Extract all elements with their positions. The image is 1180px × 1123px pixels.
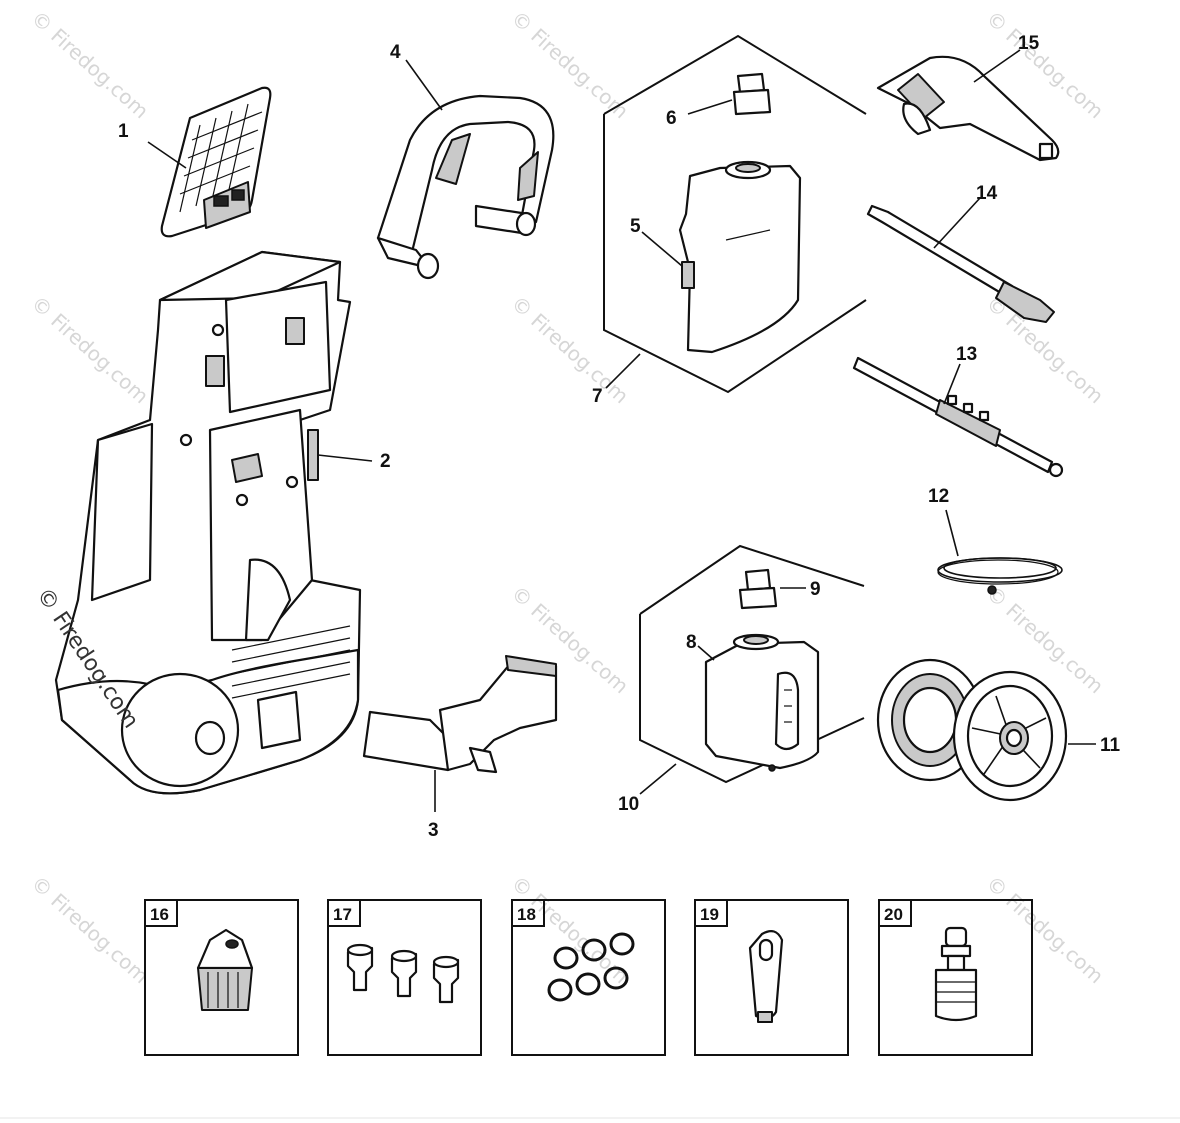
accessory-box-17: 17 <box>327 899 482 1056</box>
quick-connect-tips-icon <box>346 943 460 1004</box>
box-number: 19 <box>700 905 719 924</box>
accessory-box-19: 19 <box>694 899 849 1056</box>
part-14-wand: 14 <box>866 183 1055 323</box>
box-number: 17 <box>333 905 352 924</box>
watermark: © Firedog.com <box>982 871 1109 988</box>
callout-7: 7 <box>592 386 603 407</box>
callout-11: 11 <box>1100 735 1121 756</box>
part-15-trigger-gun: 15 <box>876 33 1060 162</box>
brush-nozzle-icon <box>196 928 254 1011</box>
callout-14: 14 <box>976 183 998 204</box>
callout-13: 13 <box>956 344 977 365</box>
watermark: © Firedog.com <box>507 871 634 988</box>
part-13-extension-wand: 13 <box>852 344 1064 478</box>
callout-5: 5 <box>630 216 641 237</box>
box-number: 18 <box>517 905 536 924</box>
part-11-wheels: 11 <box>876 658 1121 802</box>
accessory-box-18: 18 <box>511 899 666 1056</box>
accessory-box-20: 20 <box>878 899 1033 1056</box>
part-12-hose: 12 <box>928 486 1063 595</box>
box-number: 20 <box>884 905 903 924</box>
callout-6: 6 <box>666 108 677 129</box>
watermark: © Firedog.com <box>27 871 154 988</box>
callout-3: 3 <box>428 820 439 841</box>
callout-12: 12 <box>928 486 949 507</box>
hose-adapter-icon <box>934 926 978 1022</box>
callout-4: 4 <box>390 42 401 63</box>
box-number: 16 <box>150 905 169 924</box>
watermark: © Firedog.com <box>27 6 154 123</box>
part-2-housing: 2 <box>54 250 391 795</box>
part-3-hook: 3 <box>362 655 558 841</box>
callout-2: 2 <box>380 451 391 472</box>
callout-9: 9 <box>810 579 821 600</box>
callout-1: 1 <box>118 121 129 142</box>
part-4-handle: 4 <box>376 42 555 280</box>
o-rings-icon <box>547 932 635 1002</box>
watermark: © Firedog.com <box>27 291 154 408</box>
accessory-box-16: 16 <box>144 899 299 1056</box>
callout-8: 8 <box>686 632 697 653</box>
callout-15: 15 <box>1018 33 1040 54</box>
group-7-detergent-tank: 6 5 7 <box>592 34 867 407</box>
group-10-tank: 9 8 10 <box>618 544 865 815</box>
part-1-grille: 1 <box>118 86 272 238</box>
watermark: © Firedog.com <box>507 291 634 408</box>
nozzle-cleaner-icon <box>748 929 784 1023</box>
callout-10: 10 <box>618 794 639 815</box>
